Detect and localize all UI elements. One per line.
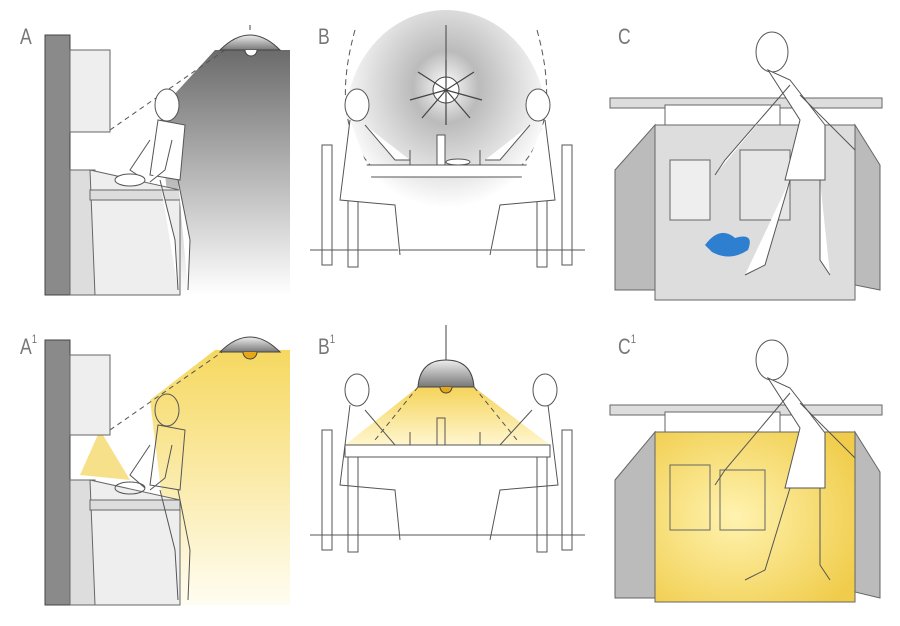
panel-c-sink-dark [609,31,883,301]
label-text: B [318,334,330,359]
panel-label-c1: C1 [618,332,637,360]
panel-label-b: B [318,24,330,50]
panel-b-dining-shadow [310,10,585,268]
lamp-icon [218,336,282,360]
lamp-icon [417,359,475,394]
water-spill [705,232,750,257]
label-sup: 1 [329,332,336,346]
label-text: B [318,24,330,49]
label-text: C [618,334,631,359]
panel-label-c: C [618,24,631,50]
label-text: C [618,24,631,49]
panel-label-a: A [20,24,32,50]
label-text: A [20,24,32,49]
label-sup: 1 [31,332,38,346]
panel-label-b1: B1 [318,332,336,360]
label-sup: 1 [630,332,637,346]
panel-c1-sink-lit [609,339,883,603]
person-icon [114,393,191,601]
lamp-icon [218,25,282,57]
panel-b1-dining-lit [310,325,585,553]
panel-a-kitchen-shadow [44,25,290,296]
panel-label-a1: A1 [20,332,38,360]
label-text: A [20,334,32,359]
panel-a1-kitchen-lit [44,336,290,606]
person-icon [114,88,191,291]
